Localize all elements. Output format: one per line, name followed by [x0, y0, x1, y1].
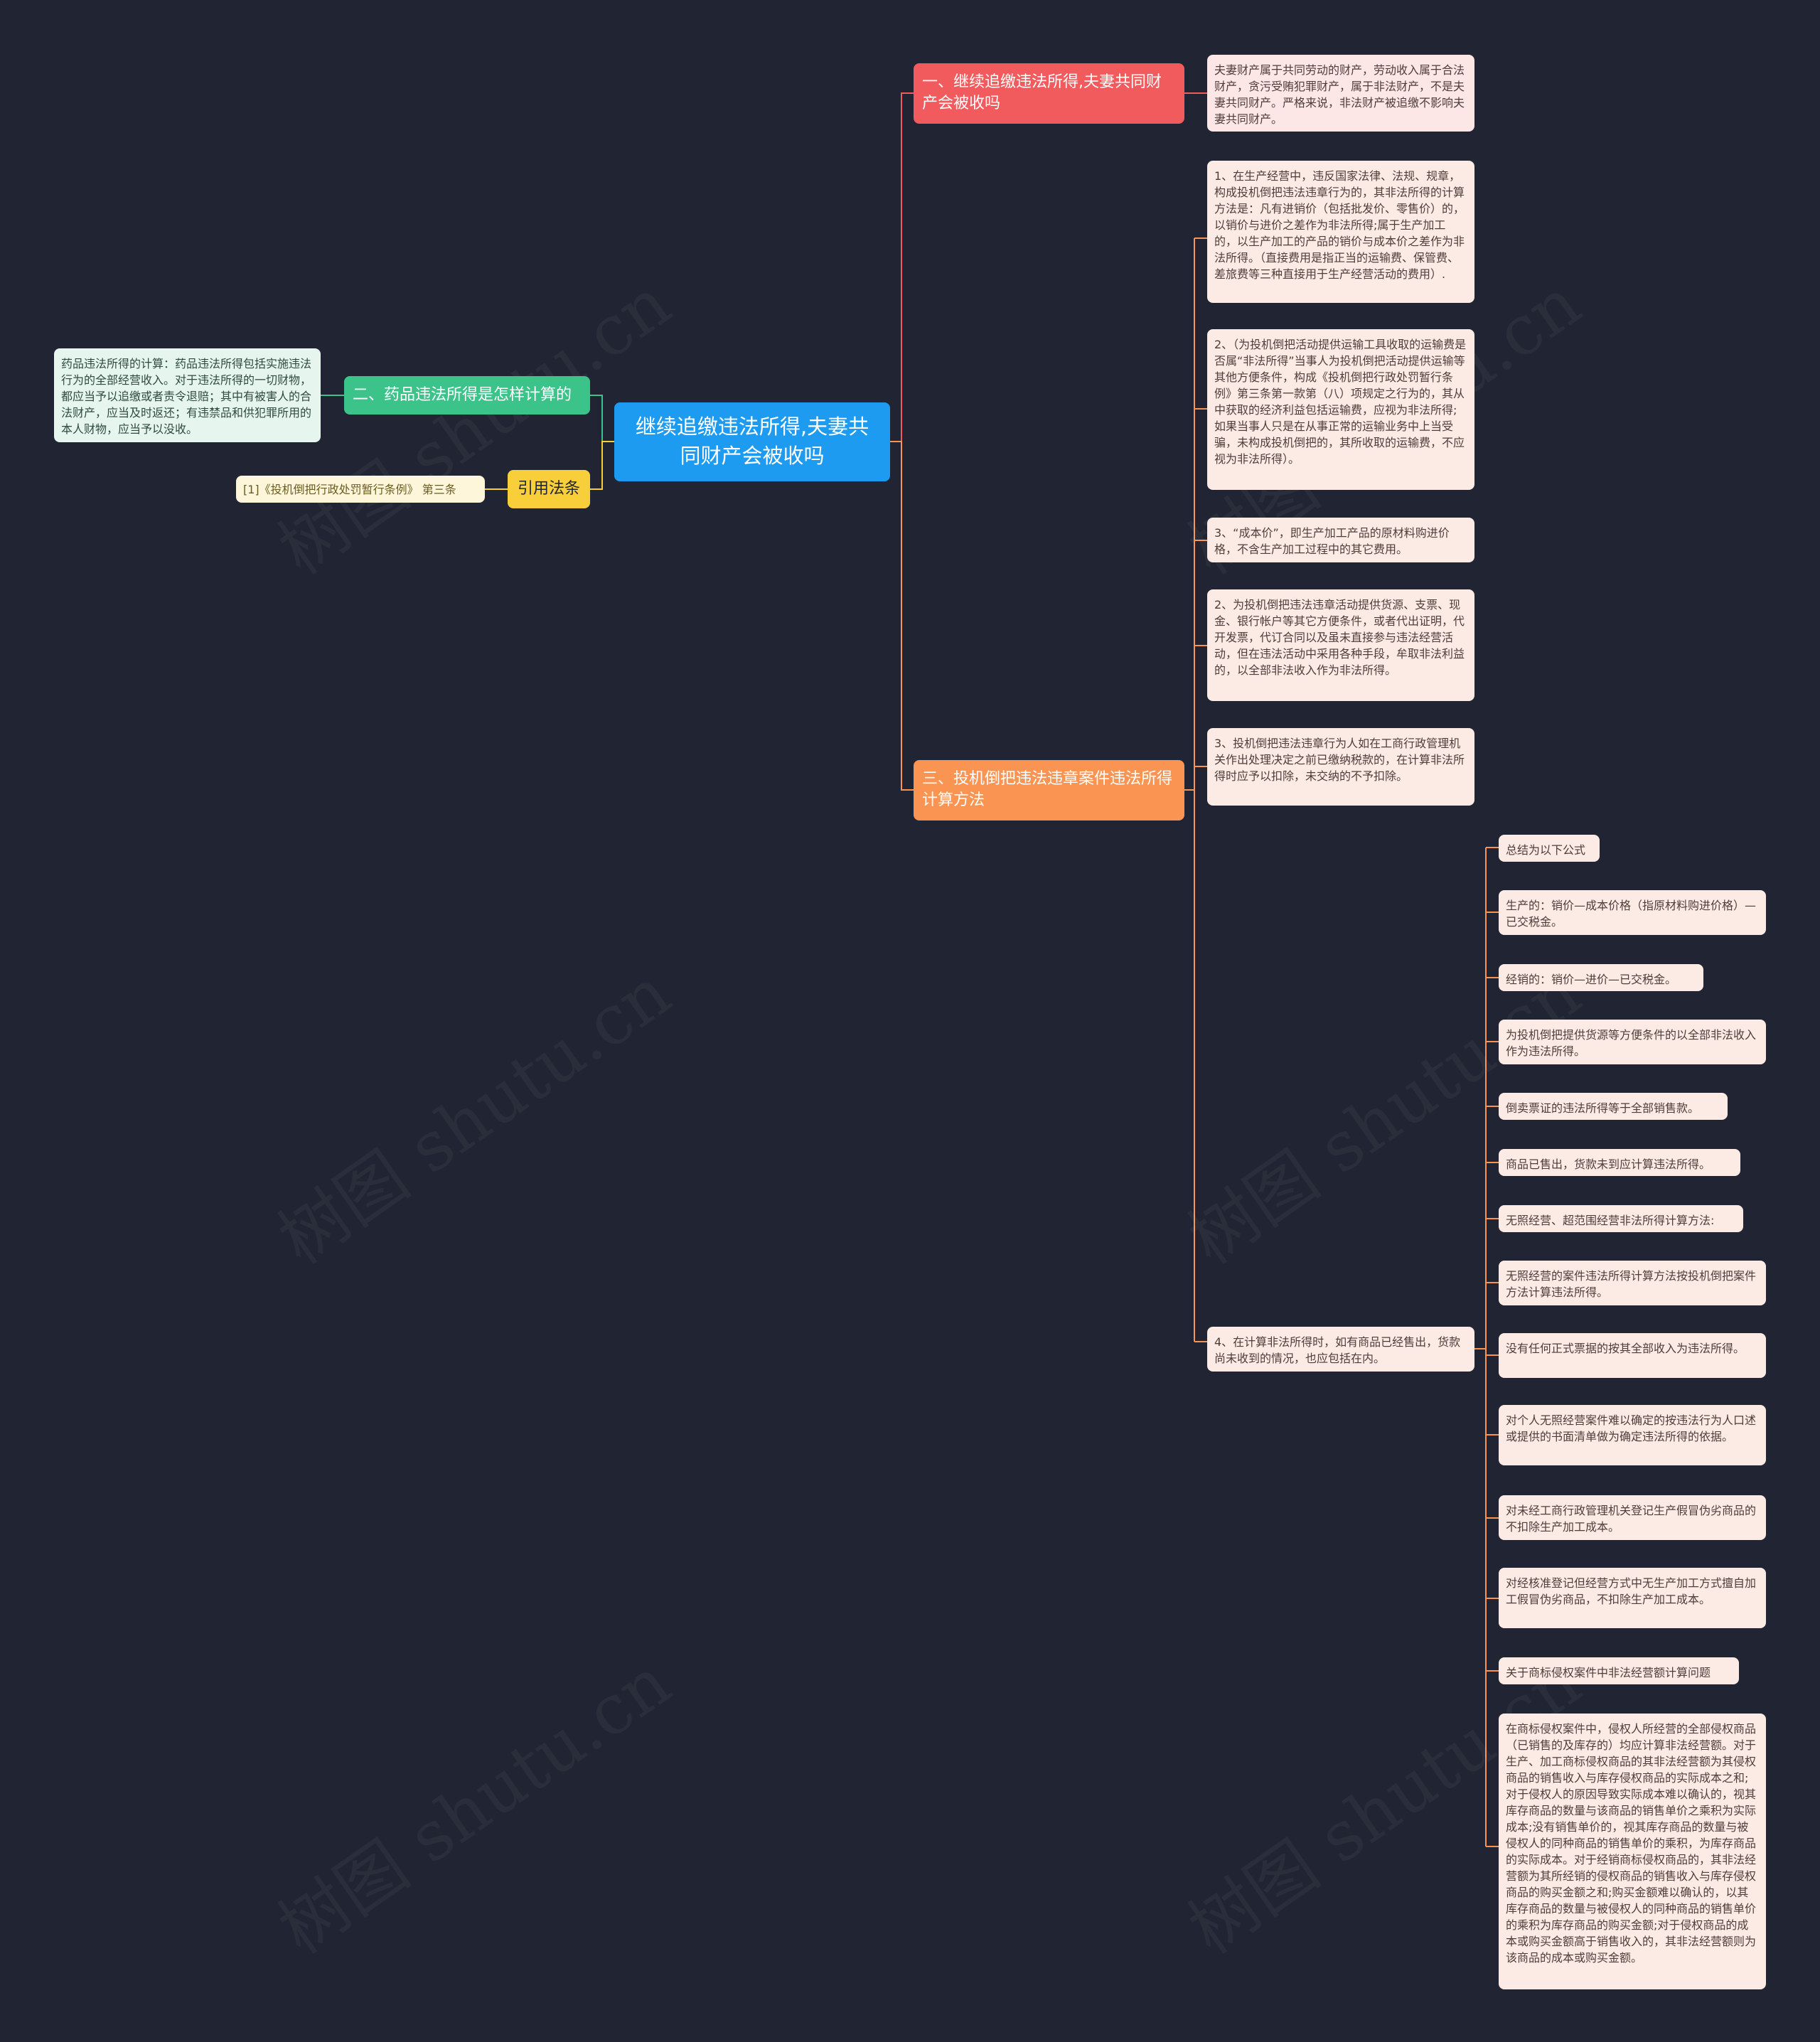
link-branch3-bus	[1184, 238, 1195, 1342]
root-topic[interactable]: 继续追缴违法所得,夫妻共同财产会被收吗	[614, 402, 890, 481]
branch-topic-1[interactable]: 一、继续追缴违法所得,夫妻共同财产会被收吗	[914, 63, 1184, 124]
branch3-item[interactable]: 2、为投机倒把违法违章活动提供货源、支票、现金、银行帐户等其它方便条件，或者代出…	[1207, 589, 1474, 701]
formula-item[interactable]: 对经核准登记但经营方式中无生产加工方式擅自加工假冒伪劣商品，不扣除生产加工成本。	[1499, 1568, 1766, 1628]
formula-item[interactable]: 倒卖票证的违法所得等于全部销售款。	[1499, 1093, 1728, 1120]
link-root-branch1	[890, 92, 914, 442]
branch3-item[interactable]: 4、在计算非法所得时，如有商品已经售出，货款尚未收到的情况，也应包括在内。	[1207, 1327, 1474, 1372]
formula-item[interactable]: 总结为以下公式	[1499, 835, 1600, 862]
reference-topic[interactable]: 引用法条	[508, 470, 590, 508]
formula-item[interactable]: 在商标侵权案件中，侵权人所经营的全部侵权商品（已销售的及库存的）均应计算非法经营…	[1499, 1714, 1766, 1989]
formula-item[interactable]: 无照经营、超范围经营非法所得计算方法:	[1499, 1205, 1743, 1232]
link-root-reference	[590, 441, 614, 490]
branch3-item[interactable]: 3、“成本价”，即生产加工产品的原材料购进价格，不含生产加工过程中的其它费用。	[1207, 518, 1474, 562]
formula-item[interactable]: 关于商标侵权案件中非法经营额计算问题	[1499, 1657, 1739, 1684]
branch3-item[interactable]: 2、（为投机倒把活动提供运输工具收取的运输费是否属“非法所得”当事人为投机倒把活…	[1207, 329, 1474, 490]
formula-item[interactable]: 对个人无照经营案件难以确定的按违法行为人口述或提供的书面清单做为确定违法所得的依…	[1499, 1405, 1766, 1465]
formula-item[interactable]: 为投机倒把提供货源等方便条件的以全部非法收入作为违法所得。	[1499, 1020, 1766, 1064]
branch3-item[interactable]: 3、投机倒把违法违章行为人如在工商行政管理机关作出处理决定之前已缴纳税款的，在计…	[1207, 728, 1474, 806]
branch-topic-2[interactable]: 二、药品违法所得是怎样计算的	[344, 376, 590, 415]
branch1-leaf[interactable]: 夫妻财产属于共同劳动的财产，劳动收入属于合法财产，贪污受贿犯罪财产，属于非法财产…	[1207, 55, 1474, 132]
reference-leaf[interactable]: [1]《投机倒把行政处罚暂行条例》 第三条	[236, 476, 485, 503]
link-item4-subitems	[1474, 848, 1487, 1846]
formula-item[interactable]: 经销的：销价—进价—已交税金。	[1499, 964, 1703, 991]
branch3-item[interactable]: 1、在生产经营中，违反国家法律、法规、规章，构成投机倒把违法违章行为的，其非法所…	[1207, 161, 1474, 303]
branch2-leaf[interactable]: 药品违法所得的计算：药品违法所得包括实施违法行为的全部经营收入。对于违法所得的一…	[54, 348, 321, 442]
formula-item[interactable]: 没有任何正式票据的按其全部收入为违法所得。	[1499, 1333, 1766, 1378]
branch-topic-3[interactable]: 三、投机倒把违法违章案件违法所得计算方法	[914, 760, 1184, 820]
link-root-branch3	[890, 441, 914, 791]
formula-item[interactable]: 商品已售出，货款未到应计算违法所得。	[1499, 1149, 1740, 1176]
formula-item[interactable]: 无照经营的案件违法所得计算方法按投机倒把案件方法计算违法所得。	[1499, 1261, 1766, 1305]
link-root-branch2	[590, 395, 614, 442]
formula-item[interactable]: 生产的：销价—成本价格（指原材料购进价格）—已交税金。	[1499, 890, 1766, 935]
formula-item[interactable]: 对未经工商行政管理机关登记生产假冒伪劣商品的不扣除生产加工成本。	[1499, 1495, 1766, 1540]
